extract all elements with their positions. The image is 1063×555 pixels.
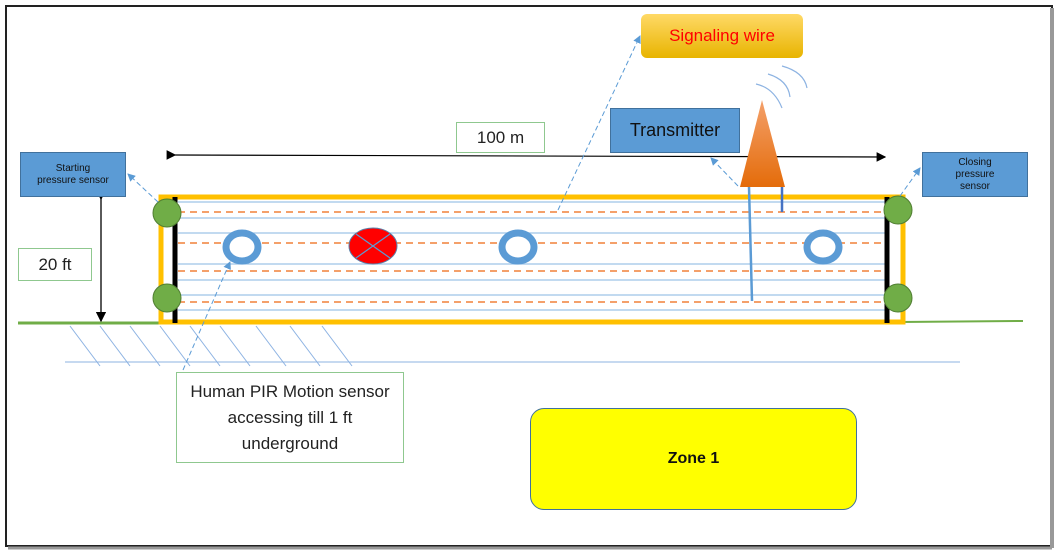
pir-sensor-ring — [803, 229, 843, 265]
length-arrow — [166, 150, 887, 162]
ground-hatching — [65, 325, 960, 367]
intruder-marker — [348, 227, 398, 265]
ground-line-right — [899, 320, 1024, 323]
fence-wires — [178, 201, 885, 311]
starting-pressure-sensor-label: Starting pressure sensor — [20, 152, 126, 197]
wireless-signal-icon — [755, 65, 808, 109]
fence-boundary — [158, 194, 906, 325]
antenna-icon — [740, 100, 785, 187]
closing-pressure-sensor-label: Closing pressure sensor — [922, 152, 1028, 197]
transmitter-label: Transmitter — [610, 108, 740, 153]
zone-1-area: Zone 1 — [530, 408, 857, 510]
signaling-wire-label: Signaling wire — [641, 14, 803, 58]
pir-sensor-ring — [498, 229, 538, 265]
distance-label: 100 m — [456, 122, 545, 153]
pir-sensor-label: Human PIR Motion sensor accessing till 1… — [176, 372, 404, 463]
pir-sensor-rings — [222, 229, 843, 265]
pir-sensor-ring — [222, 229, 262, 265]
pressure-sensor-nodes — [152, 195, 913, 313]
height-label: 20 ft — [18, 248, 92, 281]
antenna-feed-wire — [747, 186, 754, 302]
